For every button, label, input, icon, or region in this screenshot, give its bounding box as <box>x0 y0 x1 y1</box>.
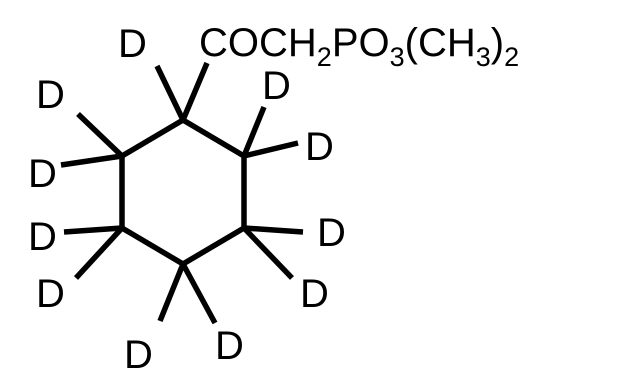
ring-bond <box>120 225 185 267</box>
cd-bond <box>73 226 125 280</box>
deuterium-label: D <box>118 22 147 66</box>
cd-bond <box>242 226 294 280</box>
formula-sub-4: 2 <box>504 42 519 72</box>
formula-close: ) <box>491 21 504 65</box>
deuterium-label: D <box>305 125 334 169</box>
ring-bond <box>120 117 185 159</box>
deuterium-bonds <box>60 64 304 325</box>
substituent-formula: COCH2PO3(CH3)2 <box>199 21 519 72</box>
cd-bond <box>243 225 304 235</box>
cyclohexane-ring <box>119 117 247 267</box>
formula-sub-1: 2 <box>317 42 332 72</box>
formula-paren: (CH <box>405 21 476 65</box>
formula-sub-2: 3 <box>390 42 405 72</box>
cd-bond <box>63 225 123 235</box>
formula-main: COCH <box>199 21 317 65</box>
deuterium-label: D <box>28 215 57 259</box>
cd-bond <box>60 153 123 168</box>
deuterium-label: D <box>36 73 65 117</box>
formula-mid: PO <box>332 21 390 65</box>
ring-bond <box>181 225 246 267</box>
deuterium-label: D <box>317 211 346 255</box>
deuterium-label: D <box>124 333 153 377</box>
cd-bond <box>241 105 267 158</box>
deuterium-label: D <box>262 64 291 108</box>
deuterium-label: D <box>28 152 57 196</box>
cd-bond <box>180 262 218 325</box>
cd-bond <box>76 112 124 158</box>
substituent-bond <box>180 61 210 122</box>
cd-bond <box>243 140 299 159</box>
deuterium-labels: D D D D D D D D D D D <box>28 22 346 377</box>
deuterium-label: D <box>300 272 329 316</box>
deuterium-label: D <box>36 272 65 316</box>
ring-bond <box>181 117 246 159</box>
cd-bond <box>157 262 186 323</box>
deuterium-label: D <box>215 324 244 368</box>
formula-sub-3: 3 <box>476 42 491 72</box>
cd-bond <box>154 64 186 122</box>
